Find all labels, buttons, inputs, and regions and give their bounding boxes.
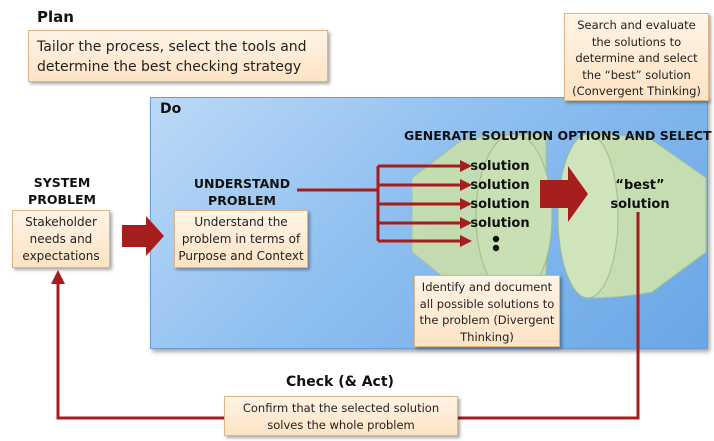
solutions-list: solution solution solution solution bbox=[470, 157, 530, 233]
solution-item: solution bbox=[470, 197, 530, 212]
system-problem-text-line: Stakeholder bbox=[25, 215, 97, 229]
system-problem-box: Stakeholder needs and expectations bbox=[12, 210, 110, 268]
understand-text-line: Purpose and Context bbox=[178, 249, 304, 263]
solution-item: solution bbox=[470, 159, 530, 174]
feedback-arrowhead bbox=[51, 270, 65, 284]
check-box: Confirm that the selected solution solve… bbox=[224, 396, 458, 436]
check-heading: Check (& Act) bbox=[286, 374, 394, 390]
plan-text-line: determine the best checking strategy bbox=[37, 59, 302, 75]
ellipsis-dot bbox=[492, 235, 500, 243]
search-note-line: the solutions to bbox=[591, 34, 682, 49]
do-heading: Do bbox=[160, 101, 182, 117]
identify-note-line: all possible solutions to bbox=[419, 296, 555, 311]
plan-text-line: Tailor the process, select the tools and bbox=[37, 39, 307, 55]
system-problem-text-line: expectations bbox=[22, 249, 100, 263]
understand-box: Understand the problem in terms of Purpo… bbox=[174, 210, 308, 268]
check-text-line: Confirm that the selected solution bbox=[242, 401, 440, 415]
understand-heading: UNDERSTAND PROBLEM bbox=[184, 175, 300, 209]
input-arrow bbox=[122, 216, 164, 256]
best-solution: “best” solution bbox=[603, 176, 677, 214]
check-text-line: solves the whole problem bbox=[267, 417, 415, 432]
search-note-line: determine and select bbox=[575, 51, 698, 65]
understand-heading-line: PROBLEM bbox=[208, 193, 276, 208]
plan-heading: Plan bbox=[37, 8, 74, 26]
best-solution-line: “best” bbox=[615, 178, 665, 193]
identify-note-line: Identify and document bbox=[421, 280, 553, 294]
identify-note-line: the problem (Divergent bbox=[419, 313, 555, 327]
generate-heading: GENERATE SOLUTION OPTIONS AND SELECT bbox=[404, 128, 712, 143]
identify-note-line: Thinking) bbox=[460, 329, 514, 344]
ellipsis-dot bbox=[492, 244, 500, 252]
solution-item: solution bbox=[470, 216, 530, 231]
solution-item: solution bbox=[470, 178, 530, 193]
understand-heading-line: UNDERSTAND bbox=[193, 176, 291, 191]
search-note-line: Search and evaluate bbox=[577, 18, 696, 32]
system-problem-heading-line: PROBLEM bbox=[28, 192, 96, 207]
best-solution-line: solution bbox=[610, 197, 670, 212]
convergent-funnel-rim bbox=[557, 133, 619, 299]
system-problem-heading-line: SYSTEM bbox=[33, 175, 91, 190]
search-note: Search and evaluate the solutions to det… bbox=[564, 13, 709, 101]
feedback-line-right bbox=[458, 212, 640, 420]
system-problem-heading: SYSTEM PROBLEM bbox=[14, 174, 110, 208]
search-note-line: (Convergent Thinking) bbox=[572, 84, 701, 98]
fan-arrows bbox=[378, 160, 472, 247]
understand-text-line: problem in terms of bbox=[181, 232, 301, 246]
system-problem-text-line: needs and bbox=[29, 232, 93, 246]
plan-box: Tailor the process, select the tools and… bbox=[28, 30, 328, 82]
identify-note: Identify and document all possible solut… bbox=[414, 275, 560, 347]
feedback-line-left bbox=[56, 282, 224, 420]
search-note-line: the “best” solution bbox=[582, 67, 691, 82]
convergent-funnel bbox=[587, 133, 707, 299]
select-arrow bbox=[540, 166, 588, 222]
understand-text-line: Understand the bbox=[194, 215, 288, 229]
